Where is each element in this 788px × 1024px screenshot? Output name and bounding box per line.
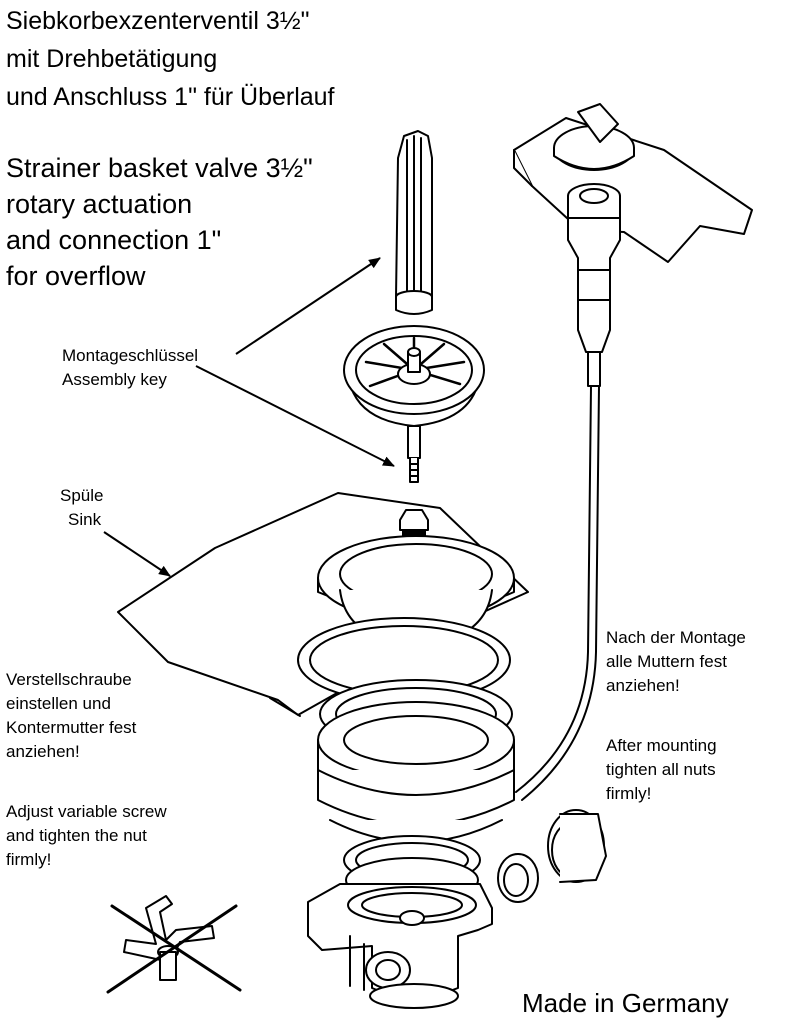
arrow-to-sink (104, 532, 171, 576)
label-line: Assembly key (62, 370, 167, 389)
label-assembly-key: Montageschlüssel Assembly key (62, 344, 198, 392)
label-line: Nach der Montage (606, 628, 746, 647)
label-line: einstellen und (6, 694, 111, 713)
label-sink: Spüle Sink (60, 484, 103, 532)
nut-icon (318, 702, 514, 842)
label-line: Montageschlüssel (62, 346, 199, 365)
title-english: Strainer basket valve 3½" rotary actuati… (6, 150, 313, 294)
countertop-icon (514, 118, 752, 262)
label-line: anziehen! (6, 742, 80, 761)
rotary-knob-icon (554, 104, 634, 170)
title-english-line: rotary actuation (6, 189, 193, 219)
label-line: Spüle (60, 486, 104, 505)
label-line: After mounting (606, 736, 717, 755)
title-german-line: Siebkorbexzenterventil 3½" (6, 7, 310, 35)
arrow-to-assembly-key (236, 258, 381, 354)
assembly-key-icon (396, 131, 432, 314)
gasket-ring-icon (298, 618, 512, 748)
crossed-out-tool-icon (108, 896, 240, 992)
label-line: Adjust variable screw (6, 802, 167, 821)
nut-icon (548, 810, 606, 882)
title-german-line: und Anschluss 1" für Überlauf (6, 83, 335, 111)
label-line: anziehen! (606, 676, 680, 695)
label-line: firmly! (6, 850, 52, 869)
title-english-line: and connection 1" (6, 225, 222, 255)
label-mounting-en: After mounting tighten all nuts firmly! (606, 734, 717, 806)
label-line: and tighten the nut (6, 826, 147, 845)
leader-arrows (104, 258, 395, 576)
actuator-shaft-icon (568, 184, 620, 386)
strainer-basket-icon (344, 326, 484, 482)
valve-body-icon (308, 884, 492, 1008)
label-screw-en: Adjust variable screw and tighten the nu… (6, 800, 167, 872)
title-english-line: Strainer basket valve 3½" (6, 153, 313, 183)
label-line: Verstellschraube (6, 670, 132, 689)
title-german: Siebkorbexzenterventil 3½" mit Drehbetät… (6, 2, 335, 116)
gasket-ring-icon (498, 854, 538, 902)
label-line: alle Muttern fest (606, 652, 727, 671)
label-line: firmly! (606, 784, 652, 803)
made-in-germany: Made in Germany (522, 988, 729, 1018)
label-mounting-de: Nach der Montage alle Muttern fest anzie… (606, 626, 746, 698)
label-line: tighten all nuts (606, 760, 716, 779)
arrow-to-basket-stem (196, 366, 395, 466)
label-line: Sink (68, 510, 102, 529)
title-english-line: for overflow (6, 261, 146, 291)
bowden-cable-icon (516, 386, 599, 800)
label-line: Kontermutter fest (6, 718, 137, 737)
title-german-line: mit Drehbetätigung (6, 45, 218, 73)
label-screw-de: Verstellschraube einstellen und Kontermu… (6, 668, 136, 764)
